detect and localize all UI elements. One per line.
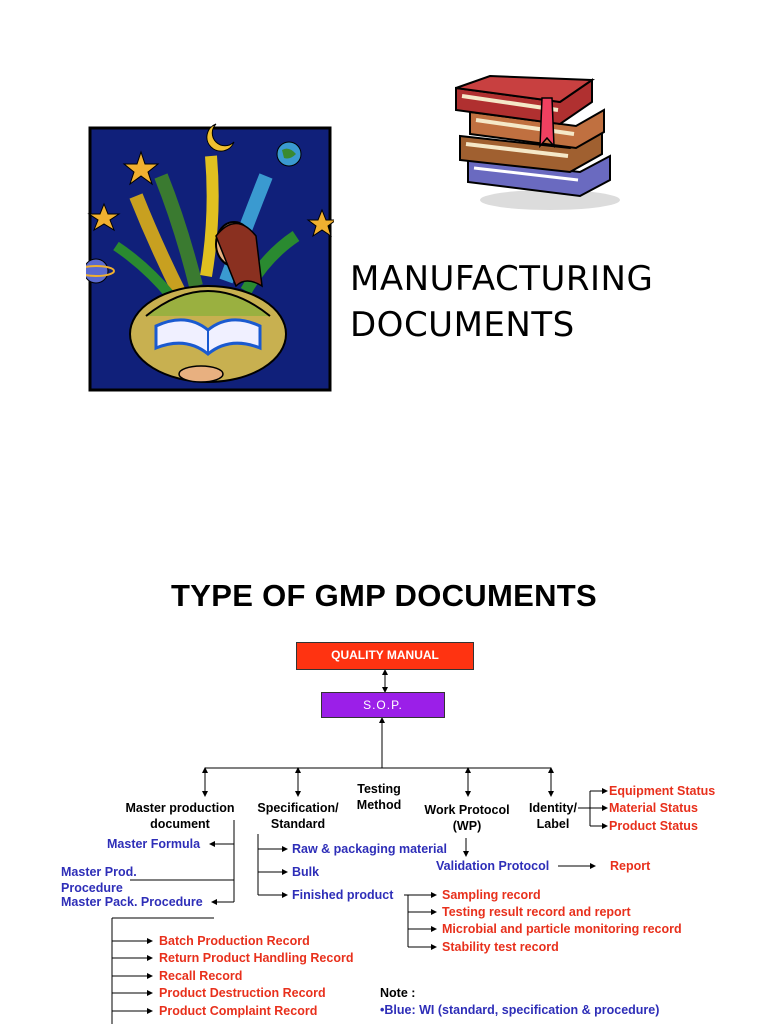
master-prod-procedure: Master Prod. Procedure xyxy=(61,865,137,895)
product-complaint-record: Product Complaint Record xyxy=(159,1004,318,1018)
note-label: Note : xyxy=(380,986,416,1000)
stability-test-record: Stability test record xyxy=(442,940,559,954)
testing-result-record: Testing result record and report xyxy=(442,905,631,919)
note-blue-legend: •Blue: WI (standard, specification & pro… xyxy=(380,1003,660,1017)
validation-protocol: Validation Protocol xyxy=(436,859,550,873)
slide-manufacturing-documents: MANUFACTURING DOCUMENTS xyxy=(86,74,653,392)
spec-bulk: Bulk xyxy=(292,865,320,879)
title-line-1: MANUFACTURING xyxy=(350,259,654,299)
master-formula: Master Formula xyxy=(107,837,201,851)
branch-work-protocol: Work Protocol (WP) xyxy=(424,803,510,833)
return-product-handling-record: Return Product Handling Record xyxy=(159,951,354,965)
branch-specification: Specification/ Standard xyxy=(257,801,339,831)
branch-identity-label: Identity/ Label xyxy=(529,801,577,831)
product-status: Product Status xyxy=(609,819,698,833)
material-status: Material Status xyxy=(609,801,698,815)
spec-raw-packaging: Raw & packaging material xyxy=(292,842,447,856)
quality-manual-box: QUALITY MANUAL xyxy=(296,642,474,670)
spec-finished-product: Finished product xyxy=(292,888,394,902)
report: Report xyxy=(610,859,651,873)
sop-box: S.O.P. xyxy=(321,692,445,718)
sampling-record: Sampling record xyxy=(442,888,541,902)
slide-title: MANUFACTURING DOCUMENTS xyxy=(350,256,653,348)
branch-testing-method: Testing Method xyxy=(356,782,402,812)
equipment-status: Equipment Status xyxy=(609,784,716,798)
branch-master-production: Master production document xyxy=(125,801,235,831)
product-destruction-record: Product Destruction Record xyxy=(159,986,326,1000)
batch-production-record: Batch Production Record xyxy=(159,934,310,948)
recall-record: Recall Record xyxy=(159,969,243,983)
title-line-2: DOCUMENTS xyxy=(350,305,575,345)
master-pack-procedure: Master Pack. Procedure xyxy=(61,895,203,909)
microbial-monitoring-record: Microbial and particle monitoring record xyxy=(442,922,682,936)
reading-person-clipart xyxy=(86,123,334,392)
gmp-documents-title: TYPE OF GMP DOCUMENTS xyxy=(171,578,597,613)
stack-of-books-clipart xyxy=(455,74,620,210)
